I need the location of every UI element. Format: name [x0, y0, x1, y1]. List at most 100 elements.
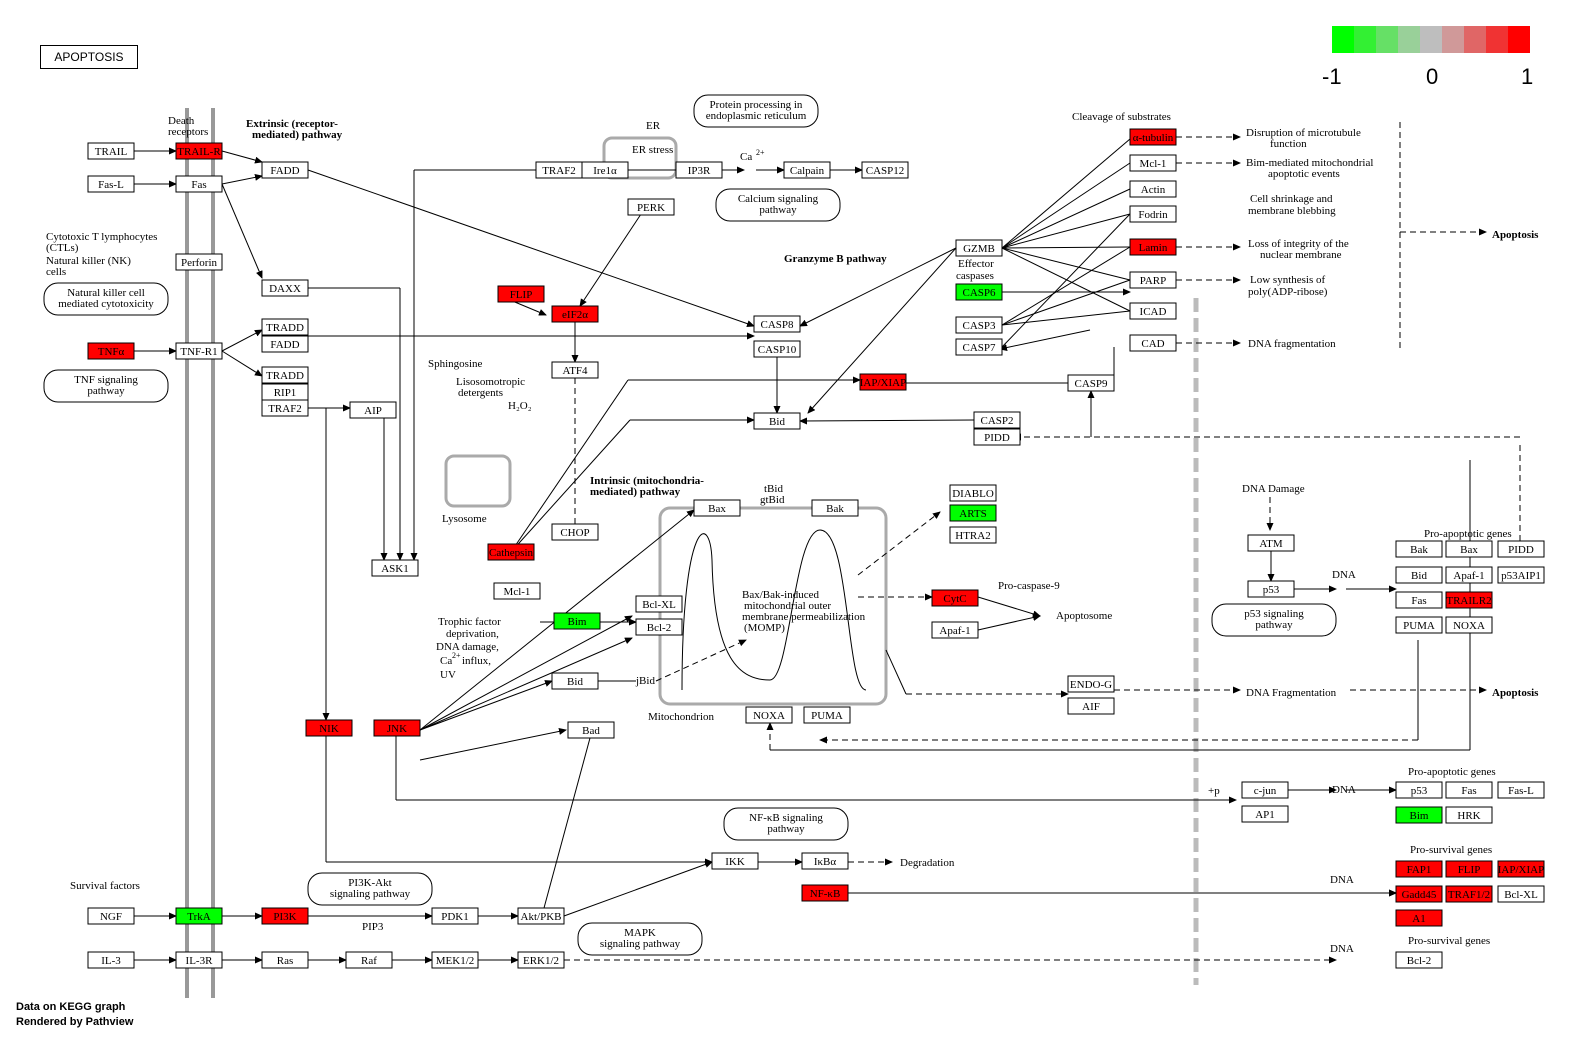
gene-node[interactable]: PERK [627, 198, 675, 216]
gene-node[interactable]: TRAIL-R [175, 142, 223, 160]
gene-node[interactable]: α-tubulin [1129, 128, 1177, 146]
gene-node[interactable]: Bax [693, 499, 741, 517]
gene-node[interactable]: NF-κB [801, 884, 849, 902]
gene-node[interactable]: Fodrin [1129, 205, 1177, 223]
gene-node[interactable]: JNK [373, 719, 421, 737]
gene-node[interactable]: CASP10 [753, 340, 801, 358]
gene-node[interactable]: ERK1/2 [517, 951, 565, 969]
gene-node[interactable]: Bid [551, 672, 599, 690]
gene-node[interactable]: IL-3R [175, 951, 223, 969]
gene-node[interactable]: TNF-R1 [175, 342, 223, 360]
gene-node[interactable]: TRAF2 [261, 399, 309, 417]
gene-node[interactable]: ICAD [1129, 302, 1177, 320]
gene-node[interactable]: GZMB [955, 239, 1003, 257]
gene-node[interactable]: Mcl-1 [493, 582, 541, 600]
gene-node[interactable]: NOXA [1445, 616, 1493, 634]
gene-node[interactable]: TNFα [87, 342, 135, 360]
gene-node[interactable]: Ire1α [581, 161, 629, 179]
gene-node[interactable]: IAP/XIAP [1497, 860, 1545, 878]
gene-node[interactable]: PARP [1129, 271, 1177, 289]
gene-node[interactable]: TRAILR2 [1445, 591, 1493, 609]
gene-node[interactable]: CytC [931, 589, 979, 607]
gene-node[interactable]: FADD [261, 335, 309, 353]
gene-node[interactable]: NOXA [745, 706, 793, 724]
gene-node[interactable]: p53 [1395, 781, 1443, 799]
gene-node[interactable]: Mcl-1 [1129, 154, 1177, 172]
gene-node[interactable]: ATM [1247, 534, 1295, 552]
gene-node[interactable]: ENDO-G [1067, 675, 1115, 693]
gene-node[interactable]: Bak [811, 499, 859, 517]
gene-node[interactable]: IκBα [801, 852, 849, 870]
gene-node[interactable]: Bim [553, 612, 601, 630]
gene-node[interactable]: PDK1 [431, 907, 479, 925]
gene-node[interactable]: CAD [1129, 334, 1177, 352]
gene-node[interactable]: CASP6 [955, 283, 1003, 301]
gene-node[interactable]: TRADD [261, 318, 309, 336]
gene-node[interactable]: HRK [1445, 806, 1493, 824]
gene-node[interactable]: NGF [87, 907, 135, 925]
gene-node[interactable]: PI3K [261, 907, 309, 925]
gene-node[interactable]: Ras [261, 951, 309, 969]
gene-node[interactable]: TRAF1/2 [1445, 885, 1493, 903]
gene-node[interactable]: Calpain [783, 161, 831, 179]
gene-node[interactable]: Bcl-2 [1395, 951, 1443, 969]
gene-node[interactable]: A1 [1395, 909, 1443, 927]
gene-node[interactable]: CASP9 [1067, 374, 1115, 392]
gene-node[interactable]: Perforin [175, 253, 223, 271]
gene-node[interactable]: PUMA [1395, 616, 1443, 634]
gene-node[interactable]: ATF4 [551, 361, 599, 379]
gene-node[interactable]: PUMA [803, 706, 851, 724]
gene-node[interactable]: Bcl-XL [1497, 885, 1545, 903]
gene-node[interactable]: AP1 [1241, 805, 1289, 823]
gene-node[interactable]: Apaf-1 [931, 621, 979, 639]
gene-node[interactable]: Bim [1395, 806, 1443, 824]
gene-node[interactable]: CHOP [551, 523, 599, 541]
gene-node[interactable]: CASP8 [753, 315, 801, 333]
gene-node[interactable]: IL-3 [87, 951, 135, 969]
gene-node[interactable]: Bcl-2 [635, 618, 683, 636]
gene-node[interactable]: NIK [305, 719, 353, 737]
gene-node[interactable]: Apaf-1 [1445, 566, 1493, 584]
gene-node[interactable]: DIABLO [949, 484, 997, 502]
gene-node[interactable]: ARTS [949, 504, 997, 522]
gene-node[interactable]: Bak [1395, 540, 1443, 558]
gene-node[interactable]: IKK [711, 852, 759, 870]
gene-node[interactable]: Gadd45 [1395, 885, 1443, 903]
gene-node[interactable]: p53 [1247, 580, 1295, 598]
gene-node[interactable]: FLIP [1445, 860, 1493, 878]
gene-node[interactable]: PIDD [973, 428, 1021, 446]
gene-node[interactable]: FLIP [497, 285, 545, 303]
gene-node[interactable]: Fas [1395, 591, 1443, 609]
gene-node[interactable]: HTRA2 [949, 526, 997, 544]
gene-node[interactable]: eIF2α [551, 305, 599, 323]
gene-node[interactable]: FADD [261, 161, 309, 179]
gene-node[interactable]: CASP3 [955, 316, 1003, 334]
gene-node[interactable]: Fas-L [87, 175, 135, 193]
gene-node[interactable]: TRAF2 [535, 161, 583, 179]
gene-node[interactable]: Akt/PKB [517, 907, 565, 925]
gene-node[interactable]: FAP1 [1395, 860, 1443, 878]
gene-node[interactable]: AIF [1067, 697, 1115, 715]
gene-node[interactable]: ASK1 [371, 559, 419, 577]
gene-node[interactable]: Bad [567, 721, 615, 739]
gene-node[interactable]: c-jun [1241, 781, 1289, 799]
gene-node[interactable]: CASP7 [955, 338, 1003, 356]
gene-node[interactable]: Cathepsin [487, 543, 535, 561]
gene-node[interactable]: AIP [349, 401, 397, 419]
gene-node[interactable]: TRADD [261, 366, 309, 384]
gene-node[interactable]: Bid [753, 412, 801, 430]
gene-node[interactable]: Bcl-XL [635, 595, 683, 613]
gene-node[interactable]: TRAIL [87, 142, 135, 160]
gene-node[interactable]: p53AIP1 [1497, 566, 1545, 584]
gene-node[interactable]: MEK1/2 [431, 951, 479, 969]
gene-node[interactable]: CASP12 [861, 161, 909, 179]
gene-node[interactable]: IP3R [675, 161, 723, 179]
